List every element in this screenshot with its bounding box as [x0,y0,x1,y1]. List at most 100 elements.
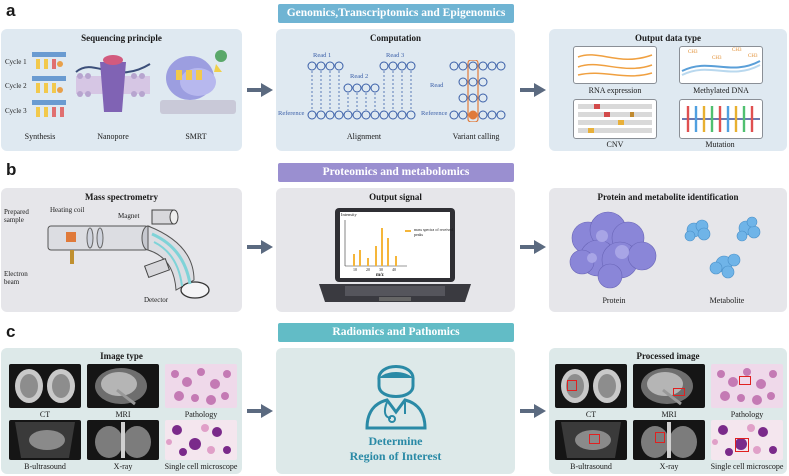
section-b-banner: Proteomics and metabolomics [278,163,514,182]
cycle-label-3: Cycle 3 [5,107,27,115]
ct-image [9,364,81,408]
section-c-banner: Radiomics and Pathomics [278,323,514,342]
caption-protein: Protein [602,296,626,305]
mass-spec-title: Mass spectrometry [84,192,159,202]
processed-caption-pathology: Pathology [730,410,764,419]
processed-caption-b-ultrasound: B-ultrasound [570,462,612,471]
caption-smrt: SMRT [185,132,207,141]
cnv-card [573,99,657,139]
processed-x-ray-image [633,420,705,460]
computation-panel [276,29,515,151]
output-signal-title: Output signal [369,192,422,202]
caption-x-ray: X-ray [113,462,133,471]
processed-caption-mri: MRI [661,410,677,419]
read-2-label: Read 2 [350,73,369,80]
processed-caption-single-cell: Single cell microscope [710,462,784,471]
methyl-mark-3: CH3 [732,48,742,53]
methyl-mark-4: CH3 [748,54,758,59]
rna-expression-card [573,46,657,84]
laptop-illustration [319,208,471,302]
roi-box-ct [567,380,577,391]
caption-b-ultrasound: B-ultrasound [24,462,66,471]
arrow-a1 [247,83,273,97]
processed-caption-ct: CT [585,410,597,419]
mutation-card [679,99,763,139]
signal-legend: mass spectra of received peaks [414,227,454,237]
label-prepared-sample: Prepared sample [4,208,29,224]
label-detector: Detector [144,296,169,304]
arrow-a2 [520,83,546,97]
computation-title: Computation [369,33,421,43]
caption-variant-calling: Variant calling [452,132,500,141]
label-magnet: Magnet [118,212,140,220]
caption-alignment: Alignment [346,132,382,141]
read-3-label: Read 3 [386,52,405,59]
b-ultrasound-image [9,420,81,460]
image-type-title: Image type [100,351,143,361]
processed-b-ultrasound-image [555,420,627,460]
signal-tick-10: 10 [353,267,357,272]
mass-spectrometer-illustration [47,209,210,299]
caption-mutation: Mutation [705,140,735,149]
processed-single-cell-image [711,420,783,460]
signal-x-label: m/z [376,273,384,278]
processed-pathology-image [711,364,783,408]
caption-metabolite: Metabolite [709,296,745,305]
synthesis-illustration [32,52,66,117]
arrow-b1 [247,240,273,254]
arrow-c1 [247,404,273,418]
roi-box-mri [673,388,685,396]
roi-line-2: Region of Interest [349,449,442,463]
single-cell-image [165,420,237,460]
metabolite-illustration [684,216,761,279]
label-heating-coil: Heating coil [50,206,85,214]
identification-title: Protein and metabolite identification [597,192,739,202]
label-electron-beam: Electron beam [4,270,28,286]
x-ray-image [87,420,159,460]
mri-image [87,364,159,408]
variant-read-label: Read [430,82,444,89]
output-data-title: Output data type [634,33,701,43]
processed-image-title: Processed image [636,351,700,361]
processed-mri-image [633,364,705,408]
arrow-b2 [520,240,546,254]
processed-caption-x-ray: X-ray [659,462,679,471]
alignment-illustration [307,61,416,120]
doctor-icon [365,365,427,430]
sequencing-title: Sequencing principle [81,33,162,43]
roi-box-single-cell [735,438,749,452]
caption-synthesis: Synthesis [24,132,56,141]
caption-mri: MRI [115,410,131,419]
caption-nanopore: Nanopore [97,132,129,141]
caption-pathology: Pathology [184,410,218,419]
methylated-dna-card [679,46,763,84]
protein-illustration [569,211,657,289]
section-c-letter: c [6,322,16,341]
variant-calling-illustration [449,60,506,122]
caption-methylated-dna: Methylated DNA [693,86,749,95]
roi-line-1: Determine [368,434,423,448]
signal-tick-30: 30 [379,267,383,272]
caption-rna-expression: RNA expression [588,86,642,95]
caption-single-cell: Single cell microscope [164,462,238,471]
roi-box-pathology [739,376,751,385]
cycle-label-2: Cycle 2 [5,82,27,90]
section-a-letter: a [6,1,16,20]
signal-y-label: Intensity [341,212,357,217]
nanopore-illustration [75,55,151,112]
pathology-image [165,364,237,408]
reference-label: Reference [278,110,305,117]
methyl-mark-2: CH3 [712,56,722,61]
signal-tick-20: 20 [366,267,370,272]
methyl-mark-1: CH3 [688,50,698,55]
variant-reference-label: Reference [421,110,448,117]
arrow-c2 [520,404,546,418]
section-b-letter: b [6,160,17,179]
read-1-label: Read 1 [313,52,332,59]
smrt-illustration [160,50,236,114]
caption-ct: CT [39,410,51,419]
signal-tick-40: 40 [392,267,396,272]
roi-box-x-ray [655,432,665,443]
section-a-banner: Genomics,Transcriptomics and Epigenomics [278,4,514,23]
caption-cnv: CNV [606,140,624,149]
